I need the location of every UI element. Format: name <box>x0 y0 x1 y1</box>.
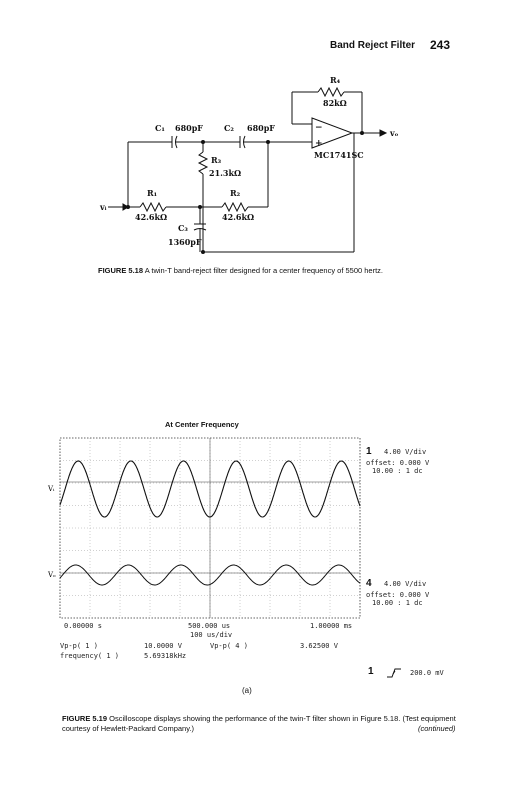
time-per-div: 100 us/div <box>190 631 233 639</box>
figure-5-18-caption: FIGURE 5.18 A twin-T band-reject filter … <box>98 266 408 276</box>
twin-t-schematic: R₄ 82kΩ C₁ 680pF C₂ 680pF R₃ 21.3kΩ R₁ 4… <box>99 75 399 254</box>
c1-label: C₁ <box>155 123 165 133</box>
vo-trace <box>59 564 361 586</box>
c1-value: 680pF <box>175 123 203 133</box>
figure-5-19-label: FIGURE 5.19 <box>62 714 108 723</box>
opamp-minus: − <box>315 123 323 133</box>
subfigure-label: (a) <box>242 686 252 695</box>
r1-value: 42.6kΩ <box>135 212 167 222</box>
r3-value: 21.3kΩ <box>209 168 241 178</box>
scope-vi-label: Vᵢ <box>47 485 55 493</box>
trigger-channel: 1 <box>368 666 374 677</box>
meas-vpp4-value: 3.62500 V <box>300 642 338 650</box>
figure-5-18-text: A twin-T band-reject filter designed for… <box>144 266 384 275</box>
figure-5-19-text: Oscilloscope displays showing the perfor… <box>62 714 456 733</box>
ch4-offset: offset: 0.000 V <box>366 591 430 599</box>
time-start: 0.00000 s <box>64 622 102 630</box>
r2-label: R₂ <box>230 188 241 198</box>
r3-label: R₃ <box>211 155 222 165</box>
page-number: 243 <box>430 38 451 52</box>
caption-continued: (continued) <box>418 724 456 733</box>
meas-vpp4-label: Vp-p( 4 ) <box>210 642 248 650</box>
trigger-level: 200.0 mV <box>410 669 444 677</box>
c2-value: 680pF <box>247 123 275 133</box>
r1-label: R₁ <box>147 188 157 198</box>
ch1-probe: 10.00 : 1 dc <box>372 467 423 475</box>
time-mid: 500.000 us <box>188 622 231 630</box>
r2-value: 42.6kΩ <box>222 212 254 222</box>
ch4-probe: 10.00 : 1 dc <box>372 599 423 607</box>
meas-freq-value: 5.69318kHz <box>144 652 187 660</box>
opamp-plus: + <box>315 139 323 149</box>
ch4-settings: 4 4.00 V/div offset: 0.000 V 10.00 : 1 d… <box>366 573 429 607</box>
rising-edge-icon <box>387 668 401 678</box>
running-header-title: Band Reject Filter <box>330 40 416 51</box>
c2-label: C₂ <box>224 123 234 133</box>
r4-value: 82kΩ <box>323 98 347 108</box>
vo-label: vₒ <box>389 128 399 138</box>
scope-title: At Center Frequency <box>165 420 239 429</box>
ch1-settings: 1 4.00 V/div offset: 0.000 V 10.00 : 1 d… <box>366 441 429 475</box>
c3-label: C₃ <box>178 223 188 233</box>
ch4-vdiv: 4.00 V/div <box>384 580 427 588</box>
ch1-vdiv: 4.00 V/div <box>384 448 427 456</box>
scope-vo-label: Vₒ <box>47 571 56 579</box>
r4-label: R₄ <box>330 75 341 85</box>
meas-vpp1-label: Vp-p( 1 ) <box>60 642 98 650</box>
ch1-offset: offset: 0.000 V <box>366 459 430 467</box>
ch1-number: 1 <box>366 446 372 457</box>
figure-5-19-caption: FIGURE 5.19 Oscilloscope displays showin… <box>62 714 462 734</box>
time-end: 1.00000 ms <box>310 622 353 630</box>
meas-freq-label: frequency( 1 ) <box>60 652 120 660</box>
opamp-label: MC1741SC <box>314 150 364 160</box>
vi-trace <box>59 460 361 518</box>
vi-label: vᵢ <box>99 202 107 212</box>
ch4-number: 4 <box>366 578 372 589</box>
figure-5-18-label: FIGURE 5.18 <box>98 266 144 275</box>
c3-value: 1360pF <box>168 237 202 247</box>
meas-vpp1-value: 10.0000 V <box>144 642 182 650</box>
